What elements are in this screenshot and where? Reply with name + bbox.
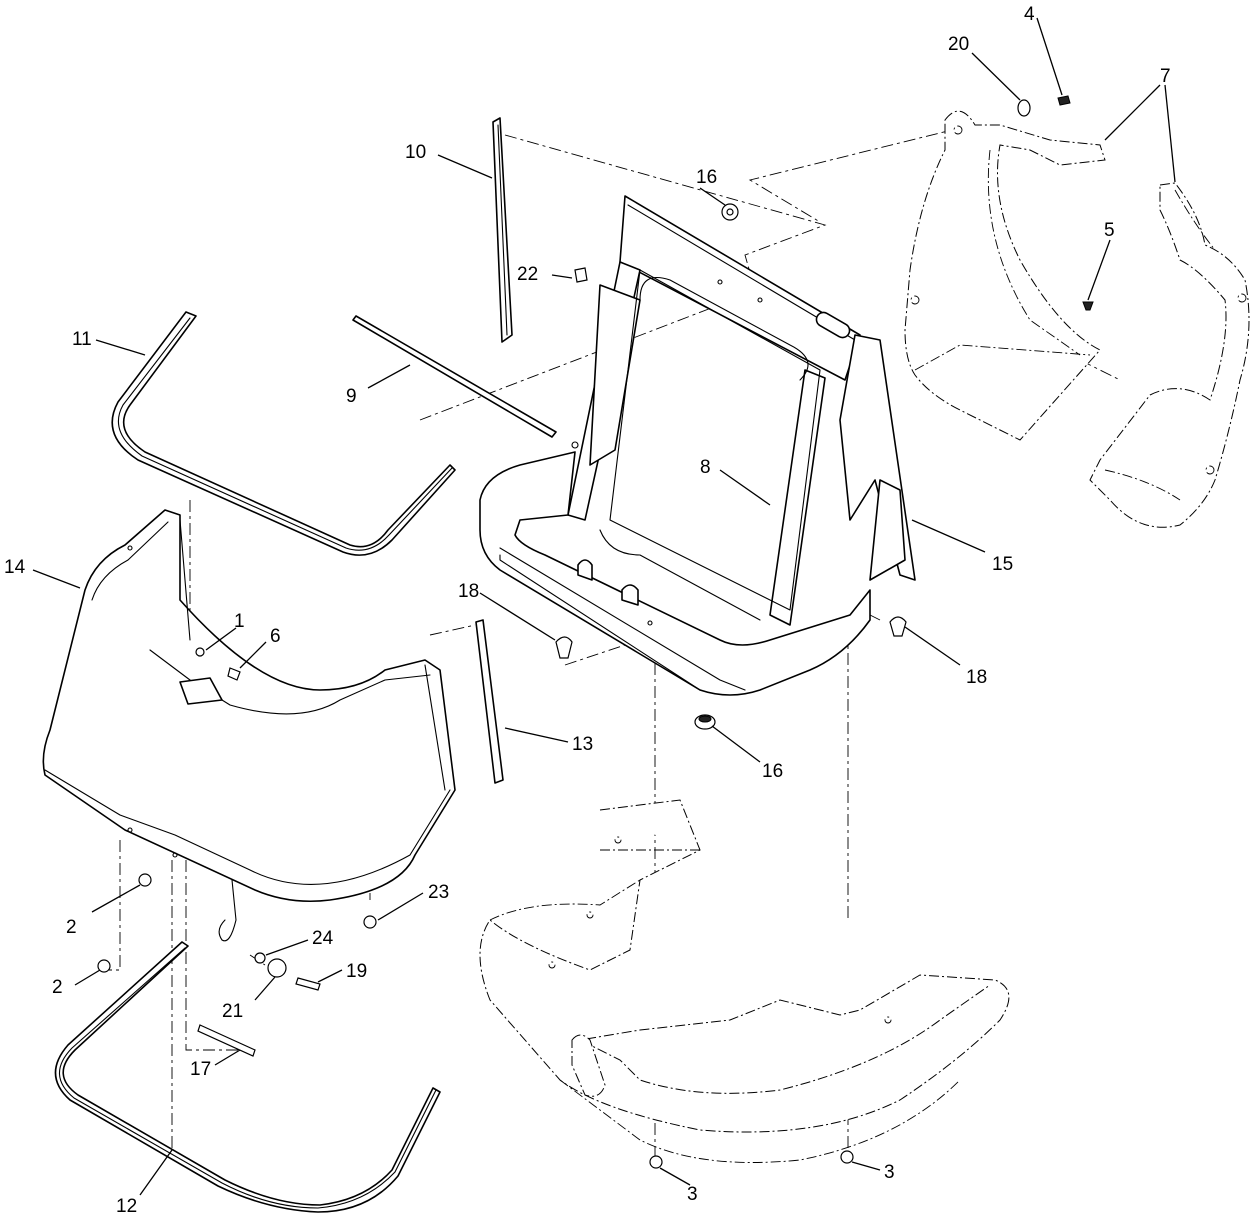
callout-labels: 4 20 7 5 16 10 22 11 9 8 15 14 18 18 1 6… xyxy=(4,4,1171,1217)
callout-22: 22 xyxy=(517,264,538,285)
part-12-bottom-seal xyxy=(54,941,441,1213)
callout-13: 13 xyxy=(572,734,593,755)
callout-3-left: 3 xyxy=(687,1184,698,1205)
callout-15: 15 xyxy=(992,554,1013,575)
screw-6 xyxy=(227,667,241,681)
part-11-upper-seal xyxy=(111,311,456,556)
pin-18-left xyxy=(555,636,573,659)
callout-7: 7 xyxy=(1160,66,1171,87)
part-14-front-hopper xyxy=(42,509,456,903)
part-9-flat-strip xyxy=(352,315,557,438)
callout-20: 20 xyxy=(948,34,969,55)
nut-3-right xyxy=(840,1150,854,1164)
part-10-vertical-seal xyxy=(492,117,513,343)
nut-23 xyxy=(363,915,377,929)
clip-nut-22 xyxy=(574,267,588,283)
callout-11: 11 xyxy=(72,329,92,350)
callout-14: 14 xyxy=(4,557,26,578)
callout-3-right: 3 xyxy=(884,1162,895,1183)
hardware xyxy=(97,95,1094,1169)
callout-8: 8 xyxy=(700,457,711,478)
callout-10: 10 xyxy=(405,142,426,163)
part-7-discharge-shroud xyxy=(904,110,1250,528)
callout-leaders xyxy=(32,17,1176,1196)
callout-23: 23 xyxy=(428,882,449,903)
callout-19: 19 xyxy=(346,961,367,982)
callout-2-upper: 2 xyxy=(66,917,77,938)
callout-18-left: 18 xyxy=(458,581,479,602)
callout-2-lower: 2 xyxy=(52,977,63,998)
callout-4: 4 xyxy=(1024,4,1035,25)
washer-1 xyxy=(195,647,205,657)
nut-2-lower xyxy=(97,959,111,973)
bolt-4 xyxy=(1057,95,1071,106)
pin-18-right xyxy=(889,616,907,637)
washer-21 xyxy=(267,958,287,978)
callout-24: 24 xyxy=(312,928,334,949)
callout-17: 17 xyxy=(190,1059,211,1080)
lanyard-cable xyxy=(218,879,237,942)
callout-1: 1 xyxy=(234,611,245,632)
part-8-frame-assembly xyxy=(479,195,916,696)
callout-6: 6 xyxy=(270,626,281,647)
nut-2-upper xyxy=(138,873,152,887)
callout-21: 21 xyxy=(222,1001,243,1022)
ghost-mounting-deck xyxy=(479,799,1010,1163)
callout-5: 5 xyxy=(1104,220,1115,241)
callout-16-lower: 16 xyxy=(762,761,783,782)
bolt-19 xyxy=(295,977,321,991)
nut-3-left xyxy=(649,1155,663,1169)
callout-16-upper: 16 xyxy=(696,167,717,188)
rivet-5 xyxy=(1082,301,1094,311)
callout-18-right: 18 xyxy=(966,667,987,688)
washer-20 xyxy=(1017,99,1031,117)
part-13-side-strip xyxy=(475,619,504,784)
callout-12: 12 xyxy=(116,1196,137,1217)
rod-17 xyxy=(197,1024,256,1057)
callout-9: 9 xyxy=(346,386,357,407)
washer-24 xyxy=(254,952,266,964)
